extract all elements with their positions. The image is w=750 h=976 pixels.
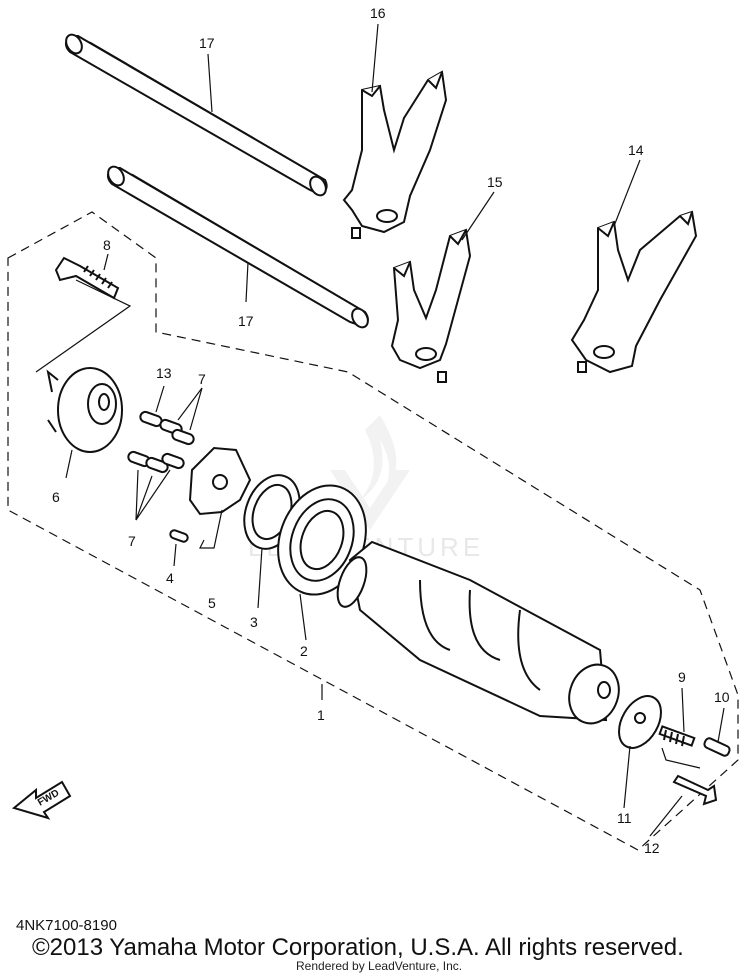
callout-16: 16 [370, 5, 386, 21]
shift-fork-15 [390, 228, 472, 383]
callout-17-upper: 17 [199, 35, 215, 51]
callout-15: 15 [487, 174, 503, 190]
spring-9 [658, 725, 696, 747]
assembly-outline [7, 211, 739, 851]
watermark-logo [330, 415, 410, 530]
plate-11 [618, 695, 662, 749]
dowel-pin-4 [169, 529, 189, 543]
pin-10 [703, 737, 731, 757]
part-number: 4NK7100-8190 [16, 917, 117, 934]
screw-8 [54, 256, 120, 300]
shift-fork-guide-bar-lower [107, 165, 369, 329]
callout-8: 8 [103, 237, 111, 253]
callout-1: 1 [317, 707, 325, 723]
stopper-plate-5 [188, 446, 252, 516]
callout-5: 5 [208, 595, 216, 611]
bearing-2 [277, 484, 367, 596]
shift-drum-1 [336, 540, 620, 725]
shift-pins [127, 410, 195, 474]
rendered-by: Rendered by LeadVenture, Inc. [296, 959, 463, 973]
copyright-notice: ©2013 Yamaha Motor Corporation, U.S.A. A… [32, 934, 684, 961]
callout-7-upper: 7 [198, 371, 206, 387]
shift-fork-16 [342, 70, 448, 239]
callout-6: 6 [52, 489, 60, 505]
shift-fork-guide-bar-upper [65, 33, 328, 197]
shift-drum-segment-6 [46, 367, 123, 453]
screw-12 [672, 774, 718, 806]
callout-11: 11 [617, 810, 632, 826]
callout-9: 9 [678, 669, 686, 685]
callout-2: 2 [300, 643, 308, 659]
callout-12: 12 [644, 840, 660, 856]
callout-14: 14 [628, 142, 644, 158]
fwd-arrow-icon: FWD [11, 780, 72, 820]
callout-10: 10 [714, 689, 730, 705]
callout-13: 13 [156, 365, 172, 381]
leader-lines [65, 23, 725, 837]
callout-3: 3 [250, 614, 258, 630]
shift-fork-14 [570, 210, 698, 374]
callout-4: 4 [166, 570, 174, 586]
callout-17-lower: 17 [238, 313, 254, 329]
callout-7-lower: 7 [128, 533, 136, 549]
